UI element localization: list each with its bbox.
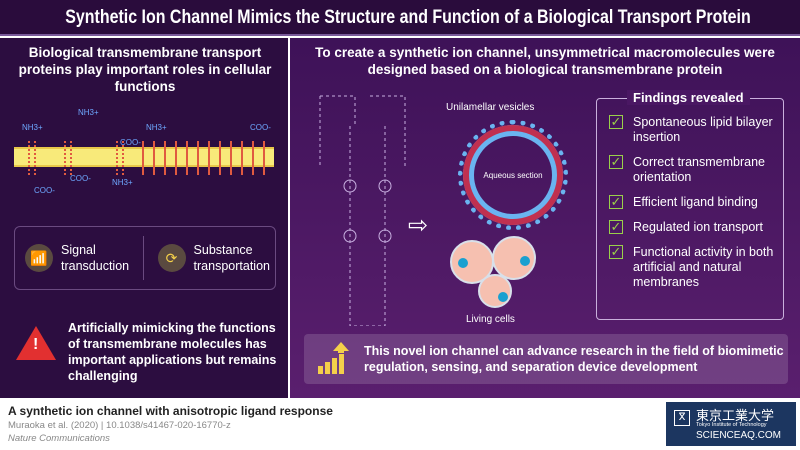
logo-text: 東京工業大学 (696, 408, 775, 423)
findings-box: Findings revealed ✓Spontaneous lipid bil… (596, 90, 784, 320)
findings-title: Findings revealed (627, 90, 750, 105)
finding-item: ✓Correct transmembrane orientation (609, 154, 765, 184)
divider (142, 236, 144, 280)
helix (116, 141, 124, 175)
check-icon: ✓ (609, 194, 623, 209)
cell (492, 236, 536, 280)
check-icon: ✓ (609, 219, 623, 234)
label: COO- (34, 186, 55, 195)
banner-text: This novel ion channel can advance resea… (364, 344, 784, 374)
vesicles-label: Unilamellar vesicles (446, 102, 535, 113)
logo-emblem-icon: ⴳ (674, 410, 690, 426)
warning-text: Artificially mimicking the functions of … (68, 321, 277, 383)
label: NH3+ (78, 108, 99, 117)
finding-item: ✓Functional activity in both artificial … (609, 244, 774, 289)
finding-item: ✓Spontaneous lipid bilayer insertion (609, 114, 773, 144)
label: COO- (70, 174, 91, 183)
finding-item: ✓Efficient ligand binding (609, 194, 758, 209)
arrow-right-icon: ⇨ (408, 212, 429, 239)
label: NH3+ (112, 178, 133, 187)
paper-title: A synthetic ion channel with anisotropic… (8, 404, 333, 418)
warning-icon: ! (16, 326, 56, 360)
page-title: Synthetic Ion Channel Mimics the Structu… (65, 7, 751, 28)
aqueous-label: Aqueous section (483, 171, 543, 180)
check-icon: ✓ (609, 244, 623, 259)
cells-label: Living cells (466, 314, 515, 325)
helix (28, 141, 36, 175)
title-bar: Synthetic Ion Channel Mimics the Structu… (0, 0, 800, 36)
label: COO- (120, 138, 141, 147)
right-panel: To create a synthetic ion channel, unsym… (290, 38, 800, 398)
label: NH3+ (146, 123, 167, 132)
footer: A synthetic ion channel with anisotropic… (0, 398, 800, 450)
right-heading: To create a synthetic ion channel, unsym… (315, 45, 775, 77)
transport-arrows-icon: ⟳ (157, 244, 186, 272)
left-heading: Biological transmembrane transport prote… (18, 45, 272, 94)
label: COO- (250, 123, 271, 132)
card-label: Signal transduction (61, 243, 130, 273)
function-cards: 📶 Signal transduction ⟳ Substance transp… (14, 226, 276, 290)
journal: Nature Communications (8, 433, 110, 444)
vesicle-diagram (458, 120, 568, 230)
molecule-structure (319, 95, 406, 326)
cell (478, 274, 512, 308)
growth-chart-icon (318, 342, 349, 374)
label: NH3+ (22, 123, 43, 132)
institution-logo: ⴳ 東京工業大学 Tokyo Institute of Technology S… (666, 402, 796, 446)
helix-bundle (142, 141, 268, 175)
helix (64, 141, 72, 175)
watermark: SCIENCEAQ.COM (696, 430, 782, 441)
citation: Muraoka et al. (2020) | 10.1038/s41467-0… (8, 420, 231, 431)
finding-item: ✓Regulated ion transport (609, 219, 763, 234)
conclusion-banner: This novel ion channel can advance resea… (304, 334, 788, 384)
logo-subtitle: Tokyo Institute of Technology (696, 422, 767, 428)
signal-icon: 📶 (25, 244, 53, 272)
check-icon: ✓ (609, 114, 623, 129)
left-panel: Biological transmembrane transport prote… (0, 38, 288, 398)
check-icon: ✓ (609, 154, 623, 169)
card-label: Substance transportation (193, 243, 270, 273)
